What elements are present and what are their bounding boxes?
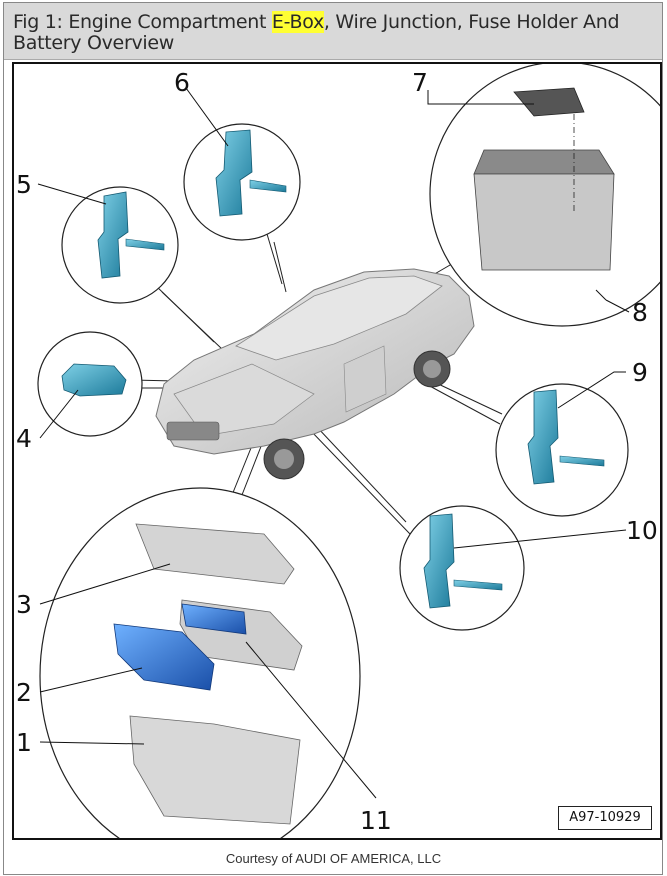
callout-10: 10 bbox=[626, 516, 658, 545]
detail-circle-10 bbox=[399, 505, 525, 631]
callout-8: 8 bbox=[632, 298, 648, 327]
title-bar: Fig 1: Engine Compartment E-Box, Wire Ju… bbox=[4, 3, 662, 60]
title-highlight: E-Box bbox=[271, 11, 324, 33]
callout-7: 7 bbox=[412, 68, 428, 97]
callout-4: 4 bbox=[16, 424, 32, 453]
callout-3: 3 bbox=[16, 590, 32, 619]
car-illustration bbox=[155, 268, 475, 480]
callout-2: 2 bbox=[16, 678, 32, 707]
callout-5: 5 bbox=[16, 170, 32, 199]
callout-1: 1 bbox=[16, 728, 32, 757]
diagram-svg bbox=[37, 64, 660, 838]
title-suffix: , Wire Junction, Fuse Holder And Battery… bbox=[13, 11, 620, 54]
callout-lines bbox=[37, 87, 630, 799]
detail-circle-5 bbox=[61, 186, 179, 304]
credit-text: Courtesy of AUDI OF AMERICA, LLC bbox=[225, 851, 442, 866]
detail-oval-ebox bbox=[39, 487, 361, 838]
figure-id-label: A97-10929 bbox=[558, 806, 652, 830]
callout-11: 11 bbox=[360, 806, 392, 835]
callout-9: 9 bbox=[632, 358, 648, 387]
detail-circle-6 bbox=[183, 123, 301, 241]
diagram-area: 1 2 3 4 5 6 7 8 9 10 11 bbox=[12, 62, 662, 840]
callout-6: 6 bbox=[174, 68, 190, 97]
detail-circle-9 bbox=[495, 383, 629, 517]
detail-circle-battery bbox=[429, 64, 660, 327]
detail-circle-4 bbox=[37, 331, 143, 437]
figure-title: Fig 1: Engine Compartment E-Box, Wire Ju… bbox=[13, 11, 658, 54]
title-prefix: Fig 1: Engine Compartment bbox=[13, 11, 272, 33]
